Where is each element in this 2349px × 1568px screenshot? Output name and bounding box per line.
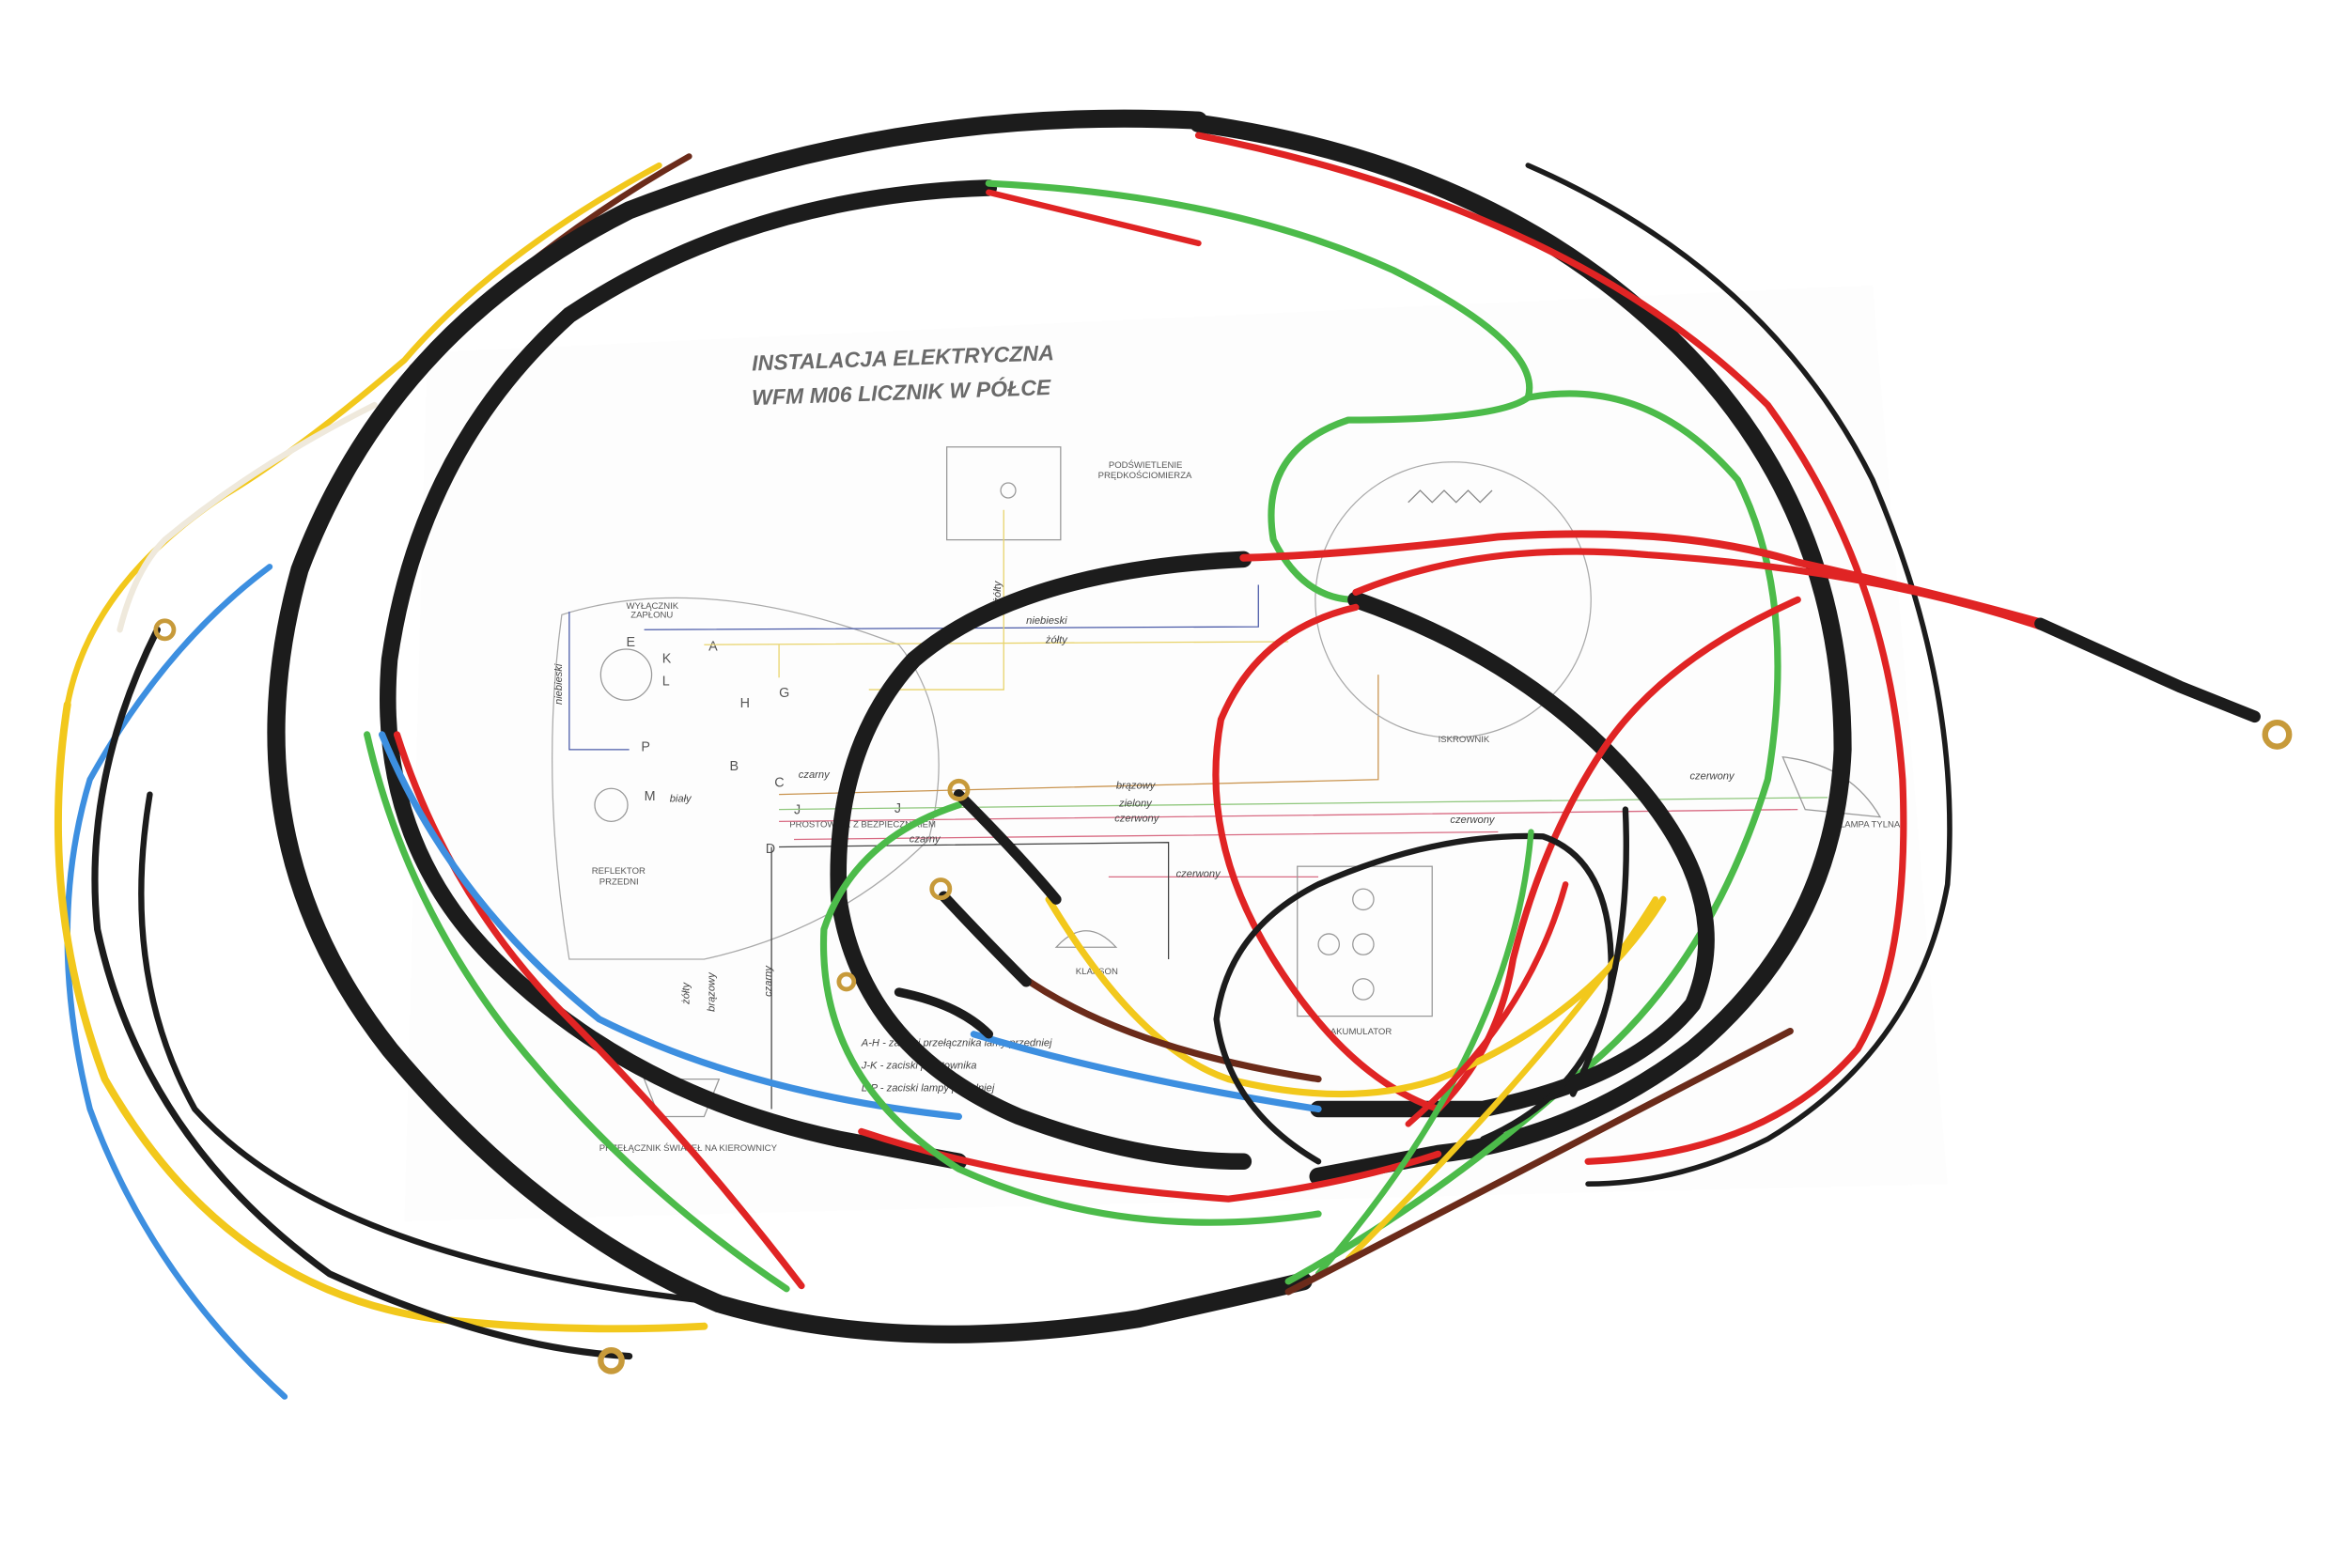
label-zolty-vertical: żółty	[992, 580, 1003, 603]
label-tail-lamp: LAMPA TYLNA	[1840, 820, 1901, 831]
wire-brown-inner	[1015, 970, 1322, 1083]
ring-terminal-right	[2262, 719, 2293, 750]
wire-yellow-top	[64, 162, 662, 708]
wire-red-top-short	[986, 189, 1202, 247]
label-zielony: zielony	[1118, 798, 1153, 809]
ring-terminal-left	[153, 618, 177, 642]
wire-brown-right	[1284, 1027, 1794, 1296]
wiring-diagram-sheet: INSTALACJA ELEKTRYCZNA WFM M06 LICZNIK W…	[404, 285, 1948, 1222]
label-niebieski: niebieski	[1026, 615, 1067, 627]
label-brazowy: brązowy	[1116, 780, 1157, 791]
label-ignition-2: ZAPŁONU	[630, 611, 673, 621]
label-czerwony-2: czerwony	[1176, 868, 1222, 879]
terminal-n: M	[645, 789, 656, 804]
ring-terminals	[153, 618, 2293, 1374]
terminal-h: H	[740, 696, 750, 711]
wire-black-thin-left	[91, 626, 633, 1360]
terminal-g: G	[779, 686, 789, 701]
label-rectifier: PROSTOWNIK Z BEZPIECZNIKIEM	[789, 820, 936, 831]
label-zolty-lower: żółty	[680, 982, 692, 1005]
wire-green-long	[1284, 390, 1781, 1285]
label-bialy: biały	[670, 794, 692, 805]
sheath-black-right	[1189, 114, 1852, 1186]
label-zolty: żółty	[1045, 635, 1068, 646]
wires	[54, 109, 2261, 1400]
label-czerwony: czerwony	[1114, 813, 1160, 824]
label-brazowy-lower: brązowy	[707, 971, 718, 1012]
terminal-e: E	[626, 635, 635, 650]
terminal-p: P	[641, 739, 650, 754]
terminal-m: L	[662, 674, 670, 689]
label-czarny: czarny	[799, 769, 831, 781]
label-headlight-2: PRZEDNI	[599, 877, 639, 887]
sheath-black-lead-2	[938, 891, 1032, 987]
wire-yellow-inner	[1045, 895, 1667, 1098]
label-niebieski-vertical: niebieski	[553, 663, 565, 705]
wire-green-inner	[819, 801, 1322, 1226]
wire-green-left	[364, 731, 790, 1293]
wire-black-rise	[1569, 806, 1629, 1097]
wire-black-thin-left2	[138, 791, 708, 1304]
wire-red-mid	[858, 1127, 1442, 1203]
label-czarny-lower: czarny	[763, 965, 774, 997]
wire-white	[117, 401, 378, 633]
label-battery: AKUMULATOR	[1330, 1027, 1392, 1037]
wire-green-top	[985, 179, 1533, 603]
terminal-b: B	[729, 759, 739, 774]
sheath-black-lead-3	[894, 987, 994, 1039]
terminal-a: A	[708, 640, 718, 655]
terminal-c: C	[774, 776, 784, 791]
wire-black-right-thin	[1525, 163, 1952, 1187]
wire-red-rise	[1405, 881, 1569, 1127]
ring-terminal-bottom	[598, 1346, 625, 1374]
wire-red-bundle-2	[1352, 548, 2045, 630]
terminal-l: K	[662, 651, 672, 666]
sheath-black-outer	[267, 109, 1313, 1343]
wire-yellow-left	[54, 701, 708, 1333]
label-speedo-light-2: PRĘDKOŚCIOMIERZA	[1098, 470, 1192, 481]
ring-terminal-mid-3	[836, 971, 857, 992]
wire-green-rise	[1315, 829, 1534, 1278]
label-speedo-light-1: PODŚWIETLENIE	[1109, 459, 1183, 471]
sheath-black-lead-1	[953, 789, 1062, 905]
sheath-black-lower-loop	[1310, 591, 1715, 1118]
label-czerwony-3: czerwony	[1450, 815, 1496, 826]
sheath-black-inner	[380, 179, 998, 1171]
ring-terminal-mid-1	[947, 778, 971, 801]
label-ignition-1: WYŁĄCZNIK	[626, 601, 678, 612]
terminal-k: J	[794, 802, 801, 817]
wire-yellow-rise	[1345, 896, 1658, 1263]
sheath-black-ring-lead	[2034, 617, 2261, 723]
wire-blue-inner	[970, 1031, 1322, 1113]
terminal-d: D	[766, 842, 775, 857]
wire-blue-mid	[378, 731, 962, 1121]
label-headlight-1: REFLEKTOR	[592, 866, 646, 877]
label-czarny-2: czarny	[910, 834, 941, 846]
ring-terminal-mid-2	[929, 877, 953, 901]
wire-red-right-outer	[1194, 132, 1907, 1165]
label-magneto: ISKROWNIK	[1439, 735, 1490, 745]
label-czerwony-4: czerwony	[1689, 771, 1735, 783]
